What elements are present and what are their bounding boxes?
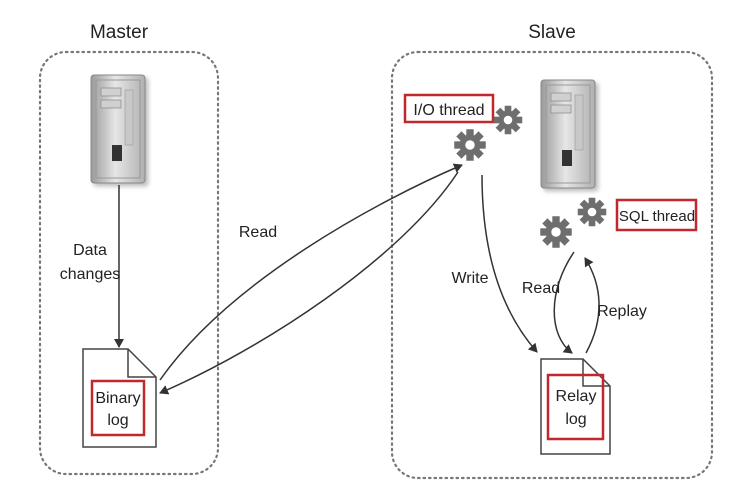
data-changes-label-line2: changes: [60, 266, 121, 283]
replay-arrow: [584, 257, 600, 354]
sql-thread-label: SQL thread: [619, 208, 695, 225]
slave-title: Slave: [528, 22, 576, 43]
binary-log-label-line2: log: [107, 412, 128, 429]
slave-container: [390, 50, 714, 480]
request-arrow-io-to-binary-log: [159, 171, 459, 395]
replay-label: Replay: [597, 303, 647, 320]
binary-log-highlight: [90, 379, 146, 437]
binary-log-document-icon: [82, 348, 157, 448]
relay-log-label-line1: Relay: [556, 388, 597, 405]
data-changes-label-line1: Data: [73, 242, 107, 259]
write-arrow: [481, 174, 538, 353]
slave-server-icon: [540, 79, 596, 189]
master-title: Master: [90, 22, 149, 43]
relay-log-highlight: [546, 373, 605, 441]
read-arrow-master-to-io: [159, 163, 463, 381]
io-thread-label: I/O thread: [413, 102, 484, 119]
read-arrow-sql-to-relay: [553, 251, 575, 354]
io-thread-highlight: [403, 93, 495, 124]
master-server-icon: [90, 74, 146, 184]
relay-log-document-icon: [540, 358, 611, 455]
write-label: Write: [451, 270, 488, 287]
read-label-master: Read: [239, 224, 277, 241]
relay-log-label-line2: log: [565, 411, 586, 428]
sql-thread-highlight: [615, 198, 698, 232]
master-container: [38, 50, 220, 476]
sql-thread-gears-icon: [540, 197, 607, 248]
binary-log-label-line1: Binary: [95, 390, 140, 407]
read-label-slave: Read: [522, 280, 560, 297]
